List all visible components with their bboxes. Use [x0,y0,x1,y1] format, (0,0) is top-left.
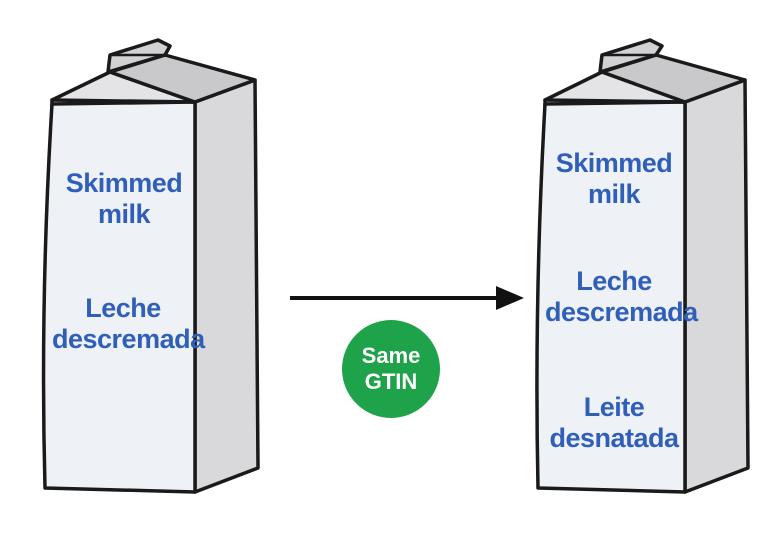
left-label-spanish-line2: descremada [52,324,205,354]
right-label-spanish-line1: Leche [576,266,652,296]
right-label-english-line2: milk [587,179,641,209]
arrow-head [496,286,524,310]
right-label-portuguese-line2: desnatada [549,423,679,453]
same-gtin-badge: Same GTIN [342,320,440,418]
right-carton-front [535,100,687,494]
badge-line2: GTIN [364,369,418,394]
left-label-english: Skimmed milk [58,168,190,230]
transition-arrow [290,286,524,310]
left-carton [41,38,260,494]
left-label-spanish: Leche descremada [52,293,205,355]
right-label-portuguese: Leite desnatada [545,392,683,454]
right-label-spanish: Leche descremada [545,266,698,328]
right-label-portuguese-line1: Leite [583,392,645,422]
badge-line1: Same [361,343,421,368]
right-carton [535,38,750,494]
left-label-spanish-line1: Leche [85,293,161,323]
right-label-spanish-line2: descremada [545,297,698,327]
right-carton-side [683,78,750,494]
left-label-english-line2: milk [97,199,151,229]
left-label-english-line1: Skimmed [65,168,183,198]
right-label-english: Skimmed milk [548,148,680,210]
left-carton-front [41,100,197,494]
left-carton-side [193,78,260,494]
right-label-english-line1: Skimmed [555,148,673,178]
